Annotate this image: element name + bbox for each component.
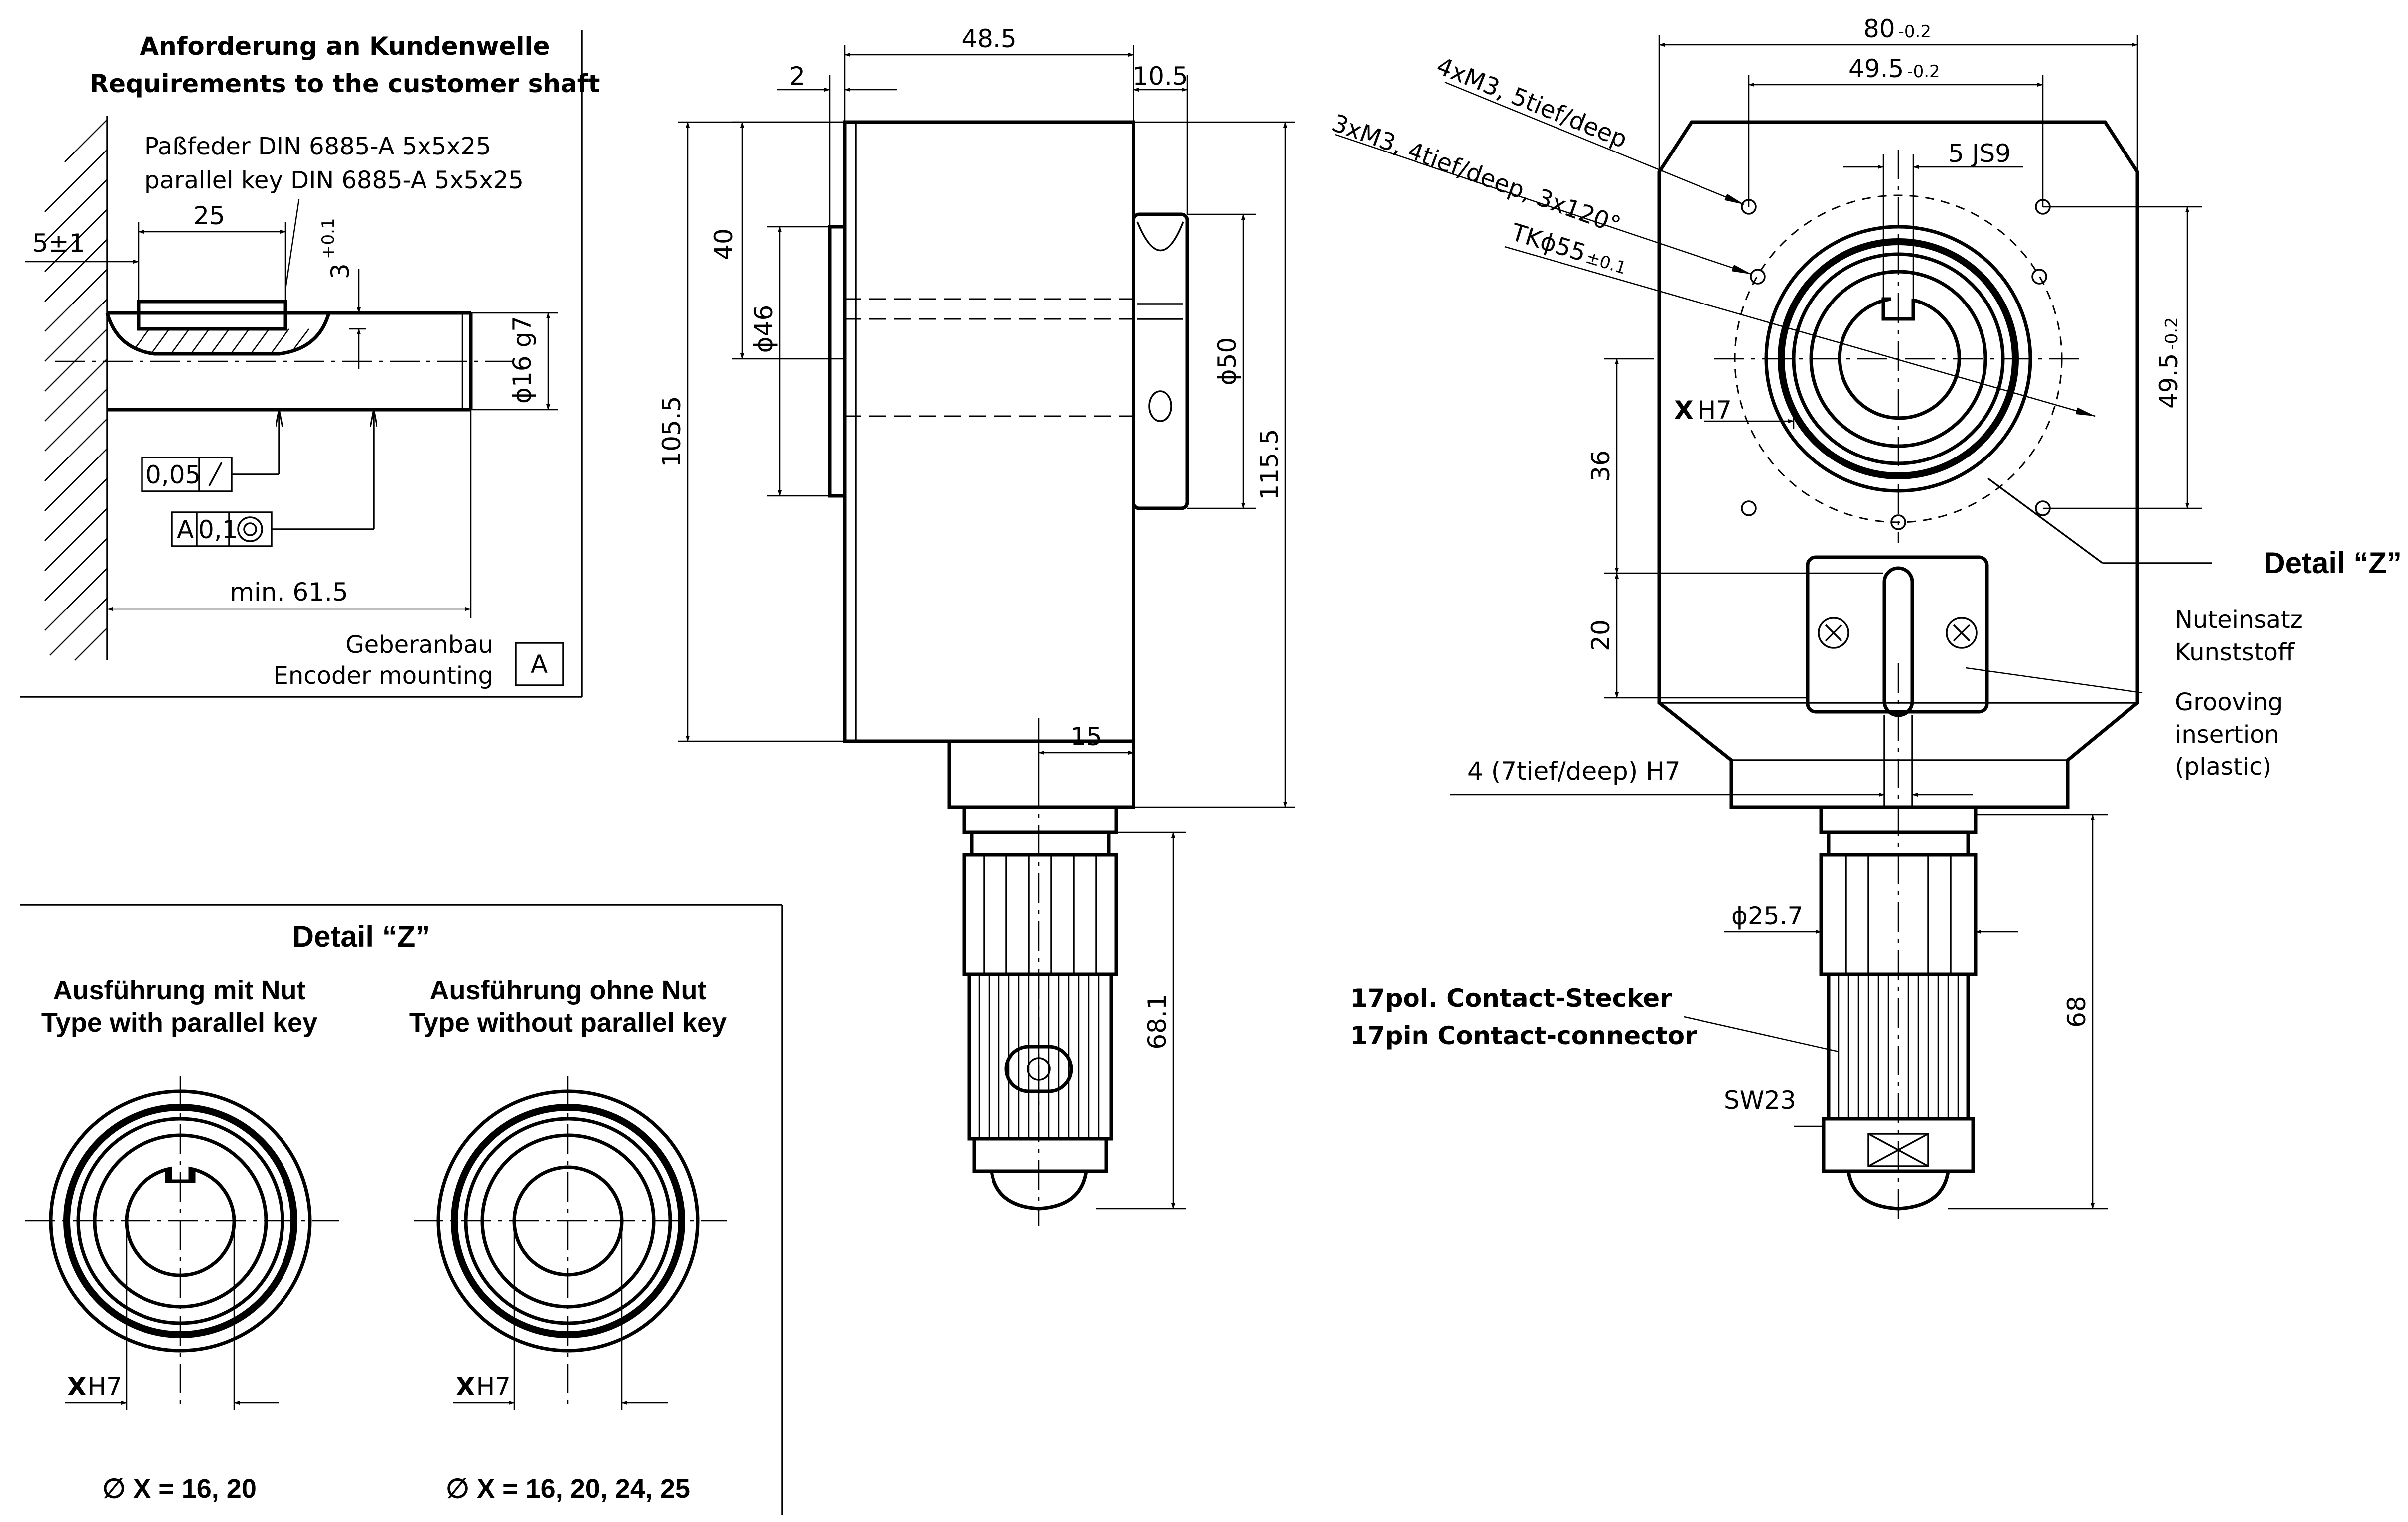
shaft-title-en: Requirements to the customer shaft [90,69,600,98]
groove-en-2: insertion [2175,721,2279,749]
groove-en-3: (plastic) [2175,753,2271,781]
dim-phi25-7: ϕ25.7 [1731,902,1803,930]
front-connector [1819,805,1978,1211]
parallel-key [137,300,287,331]
shaft-requirements-panel: Anforderung an Kundenwelle Requirements … [20,30,600,698]
detail-right-x: XH7 [456,1372,511,1401]
svg-text:0,1: 0,1 [198,515,238,544]
dim-40: 40 [709,228,738,260]
connector-label-en: 17pin Contact-connector [1350,1021,1697,1050]
groove-en-1: Grooving [2175,688,2283,716]
svg-text:0,05: 0,05 [145,460,201,489]
shaft-title-de: Anforderung an Kundenwelle [140,32,550,61]
connector-label-de: 17pol. Contact-Stecker [1350,984,1672,1013]
dim-10-5: 10.5 [1133,62,1188,91]
datum-box [515,642,564,686]
detail-right-values: ∅ X = 16, 20, 24, 25 [446,1474,690,1504]
detail-left-title-de: Ausführung mit Nut [53,975,306,1005]
detail-z-title: Detail “Z” [292,920,430,953]
dim-phi46: ϕ46 [749,305,778,353]
side-connector-foot [947,741,1135,809]
detail-with-keyway: XH7 ∅ X = 16, 20 [25,1076,339,1504]
dim-15: 15 [1070,722,1102,751]
dim-sw23: SW23 [1724,1086,1796,1115]
dim-36: 36 [1586,450,1615,482]
dim-shaft-dia: ϕ16 g7 [508,316,537,404]
dim-20: 20 [1586,619,1615,651]
dim-49-5-v: 49.5-0.2 [2154,317,2183,409]
mount-label-de: Geberanbau [345,631,493,659]
encoder-front-view: 80-0.2 49.5-0.2 5 JS9 49.5-0.2 4xM3, 5ti… [1328,14,2402,1226]
side-connector [962,777,1118,1226]
dim-4-h7: 4 (7tief/deep) H7 [1467,757,1681,786]
note-4xm3: 4xM3, 5tief/deep [1433,52,1631,153]
side-housing [843,120,1135,743]
grooving-insertion [1806,555,1989,714]
dim-phi50: ϕ50 [1213,337,1242,386]
dim-68-1: 68.1 [1143,994,1172,1049]
dim-key-length: 25 [193,201,225,230]
dim-2: 2 [789,62,805,91]
detail-left-title-en: Type with parallel key [41,1008,317,1038]
key-note-en: parallel key DIN 6885-A 5x5x25 [144,166,524,194]
groove-de-1: Nuteinsatz [2175,606,2303,634]
dim-105-5: 105.5 [657,396,686,467]
svg-text:A: A [177,515,194,544]
detail-left-values: ∅ X = 16, 20 [102,1474,257,1504]
encoder-side-view: 48.5 2 10.5 40 ϕ46 ϕ50 105.5 115.5 15 [657,24,1295,1226]
detail-right-title-de: Ausführung ohne Nut [430,975,707,1005]
dim-offset: 5±1 [32,229,85,258]
datum-label: A [531,650,548,679]
concentricity-tolerance-frame: A 0,1 [171,410,374,547]
detail-without-keyway: XH7 ∅ X = 16, 20, 24, 25 [414,1076,727,1504]
dim-49-5-h: 49.5-0.2 [1848,54,1940,83]
runout-tolerance-frame: 0,05 [141,410,279,492]
front-bore-keyway [1838,297,1961,420]
front-housing [1657,120,2139,809]
detail-z-panel: Detail “Z” Ausführung mit Nut Type with … [20,904,783,1515]
dim-min-length: min. 61.5 [230,578,348,607]
dim-key-height-tol: +0.1 [318,218,338,259]
side-clamp-ring [1132,212,1189,510]
dim-80: 80-0.2 [1863,14,1931,43]
front-detail-label: Detail “Z” [2264,546,2402,580]
detail-left-x: XH7 [67,1372,122,1401]
key-hatching [134,328,309,353]
dim-115-5: 115.5 [1255,429,1284,500]
groove-de-2: Kunststoff [2175,638,2295,666]
side-flange [828,225,847,498]
dim-68: 68 [2062,996,2091,1028]
dim-key-height: 3 [326,263,355,279]
dim-5-js9: 5 JS9 [1948,139,2011,168]
mount-label-en: Encoder mounting [273,662,493,690]
detail-right-title-en: Type without parallel key [409,1008,727,1038]
dim-48-5: 48.5 [961,24,1016,53]
wall-hatching [44,119,108,661]
customer-shaft [55,300,513,412]
key-note-de: Paßfeder DIN 6885-A 5x5x25 [144,133,491,160]
